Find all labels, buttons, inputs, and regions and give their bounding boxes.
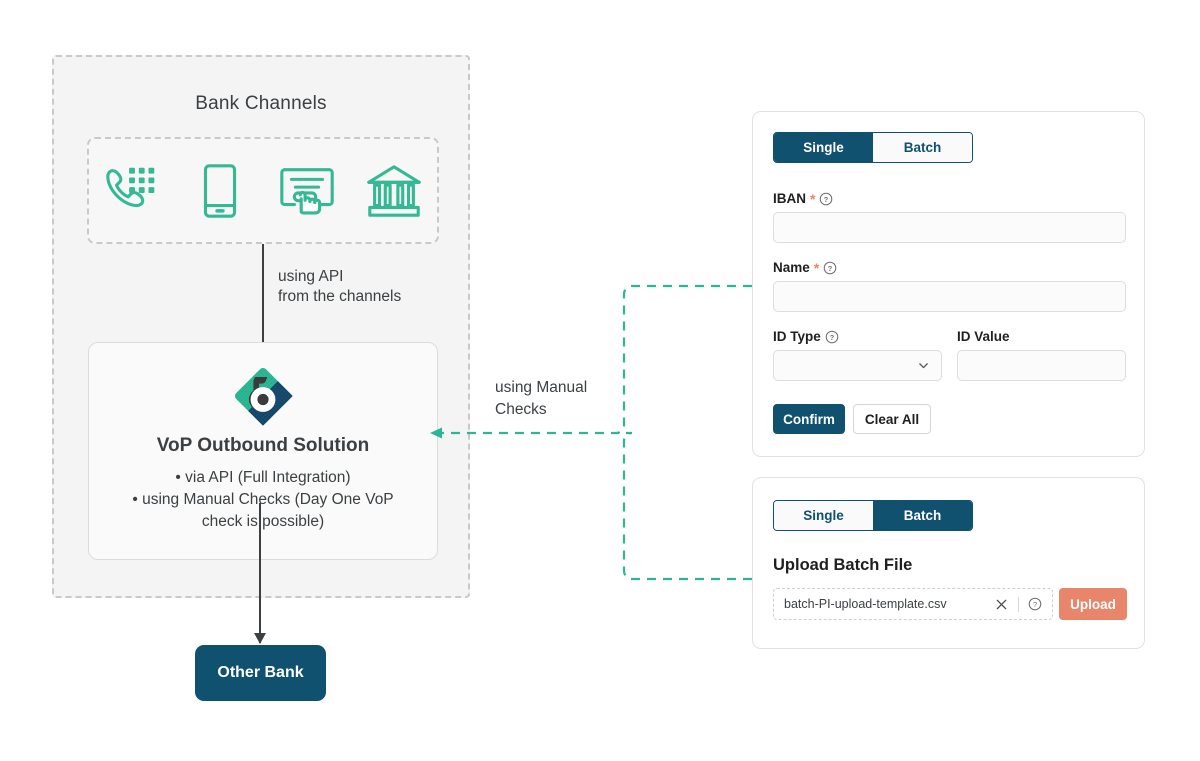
iban-required-asterisk: * — [810, 190, 816, 207]
name-label: Name * ? — [773, 260, 837, 275]
tab-batch[interactable]: Batch — [873, 501, 972, 530]
vop-outbound-solution-card: VoP Outbound Solution • via API (Full In… — [88, 342, 438, 560]
name-label-text: Name — [773, 260, 810, 275]
tab-batch[interactable]: Batch — [873, 133, 972, 162]
id-value-label-text: ID Value — [957, 329, 1010, 344]
batch-panel-tabs: Single Batch — [773, 500, 973, 531]
id-value-label: ID Value — [957, 329, 1010, 344]
vop-bullet-2: check is possible) — [201, 513, 325, 530]
manual-checks-label-line2: Checks — [495, 401, 547, 418]
bank-building-icon — [363, 160, 425, 222]
divider — [1018, 596, 1019, 612]
close-icon[interactable] — [994, 597, 1009, 612]
chevron-down-icon — [919, 363, 928, 369]
vop-card-title: VoP Outbound Solution — [156, 435, 370, 456]
manual-checks-label: using Manual Checks — [495, 377, 615, 421]
confirm-button[interactable]: Confirm — [773, 404, 845, 434]
id-type-select[interactable] — [773, 350, 942, 381]
single-check-panel: Single Batch IBAN * ? Name * ? ID Type ? — [752, 111, 1145, 457]
svg-text:?: ? — [830, 332, 835, 341]
help-icon[interactable]: ? — [823, 261, 837, 275]
clear-all-button[interactable]: Clear All — [853, 404, 931, 434]
selected-file-name: batch-PI-upload-template.csv — [784, 597, 947, 611]
file-drop-zone[interactable]: batch-PI-upload-template.csv ? — [773, 588, 1053, 620]
upload-button[interactable]: Upload — [1059, 588, 1127, 620]
svg-text:?: ? — [828, 263, 833, 272]
tab-single[interactable]: Single — [774, 133, 873, 162]
batch-upload-panel: Single Batch Upload Batch File batch-PI-… — [752, 477, 1145, 649]
upload-batch-file-title: Upload Batch File — [773, 556, 913, 574]
phone-keypad-icon — [102, 160, 164, 222]
mobile-phone-icon — [189, 160, 251, 222]
single-panel-tabs: Single Batch — [773, 132, 973, 163]
id-value-input[interactable] — [957, 350, 1126, 381]
help-icon[interactable]: ? — [1028, 597, 1042, 611]
vop-brand-logo — [234, 367, 293, 426]
id-type-label-text: ID Type — [773, 329, 821, 344]
vop-bullet-0: • via API (Full Integration) — [175, 469, 351, 486]
manual-checks-connector — [430, 284, 752, 581]
svg-text:?: ? — [824, 194, 829, 203]
iban-label: IBAN * ? — [773, 191, 833, 206]
bank-channel-icons-group — [87, 137, 439, 244]
name-input[interactable] — [773, 281, 1126, 312]
api-flow-label-line2: from the channels — [278, 288, 402, 305]
bank-channels-container: Bank Channels — [52, 55, 470, 598]
vop-bullet-1: • using Manual Checks (Day One VoP — [132, 491, 394, 508]
iban-input[interactable] — [773, 212, 1126, 243]
iban-label-text: IBAN — [773, 191, 806, 206]
other-bank-arrow — [254, 503, 266, 644]
name-required-asterisk: * — [813, 259, 820, 276]
online-form-click-icon — [276, 160, 338, 222]
svg-text:?: ? — [1033, 600, 1037, 609]
tab-single[interactable]: Single — [774, 501, 873, 530]
id-type-label: ID Type ? — [773, 329, 839, 344]
api-flow-label-line1: using API — [278, 268, 344, 285]
manual-checks-label-line1: using Manual — [495, 379, 588, 396]
api-flow-label: using API from the channels — [278, 267, 401, 307]
bank-channels-title: Bank Channels — [195, 93, 327, 114]
other-bank-box: Other Bank — [195, 645, 326, 701]
vop-card-bullets: • via API (Full Integration) • using Man… — [89, 467, 437, 533]
help-icon[interactable]: ? — [819, 192, 833, 206]
help-icon[interactable]: ? — [825, 330, 839, 344]
